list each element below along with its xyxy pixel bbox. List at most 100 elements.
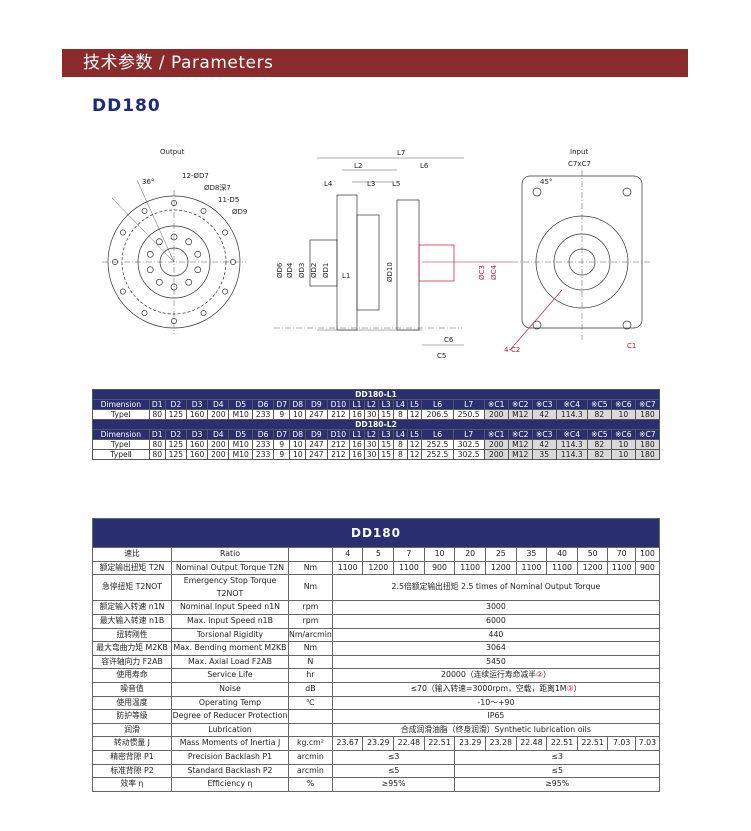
label-l1: L1 [342, 272, 350, 280]
cell: 23.29 [362, 736, 395, 751]
dim-cell: 200 [483, 449, 509, 460]
dim-cell: 10 [289, 439, 307, 450]
cell: Nm [288, 560, 333, 576]
life-text: 20000（连续运行寿命减半 [441, 670, 537, 680]
section-banner: 技术参数 / Parameters [62, 49, 688, 77]
cell: 1200 [484, 560, 517, 576]
bolt-hole [119, 288, 126, 295]
label-d6: ØD6 [276, 262, 284, 278]
dim-header-cell: ※C3 [531, 399, 557, 410]
dim-header-cell: ※C2 [507, 399, 533, 410]
cell: Emergency Stop Torque T2NOT [171, 574, 289, 602]
cell: 10 [423, 547, 456, 562]
cell: 7 [393, 547, 425, 562]
dim-cell: M12 [507, 409, 533, 420]
dim-cell: 247 [305, 439, 328, 450]
cell: Operating Temp [171, 695, 289, 711]
bolt-hole [222, 288, 229, 295]
cell: rpm [288, 613, 333, 629]
dim-cell: TypeⅡ [92, 449, 150, 460]
label-d1: ØD1 [322, 263, 330, 278]
dim-header-cell: L3 [378, 399, 395, 410]
label-d8: ØD8深7 [204, 183, 231, 192]
dim-cell: 180 [634, 409, 661, 420]
dim-cell: 180 [634, 439, 661, 450]
input-label: Input [570, 148, 588, 156]
cell: 最大弯曲力矩 M2KB [92, 641, 172, 656]
cell: Efficiency η [171, 777, 289, 792]
bolt-hole [171, 200, 177, 206]
label-d7: 12-ØD7 [182, 172, 209, 180]
dim-cell: 12 [406, 409, 423, 420]
row-life: 使用寿命 Service Life hr 20000（连续运行寿命减半②） [92, 668, 661, 683]
cell: 7.03 [607, 736, 636, 751]
dim-cell: TypeⅠ [92, 409, 150, 420]
cell: 转动惯量 J [92, 736, 172, 751]
label-d3: ØD3 [298, 263, 306, 278]
dim-header-cell: D4 [207, 399, 230, 410]
cell: Standard Backlash P2 [171, 763, 289, 779]
cell: 25 [484, 547, 517, 562]
cell: 6000 [331, 613, 661, 629]
cell: Nm [288, 641, 333, 656]
cell: 1100 [393, 560, 425, 576]
dim-header-cell: L6 [421, 429, 454, 440]
dim-cell: 80 [148, 439, 166, 450]
cell: 20000（连续运行寿命减半②） [331, 668, 661, 683]
dim-header-cell: L2 [363, 429, 380, 440]
dim-header-cell: ※C5 [586, 399, 612, 410]
dim-cell: 16 [349, 449, 365, 460]
dim-cell: 42 [531, 409, 557, 420]
dim-cell: 125 [164, 409, 187, 420]
dim-header-cell: L4 [393, 429, 408, 440]
cell: 22.51 [546, 736, 578, 751]
cell: ≤5 [331, 763, 456, 779]
cell: 4 [331, 547, 364, 562]
bolt-hole [222, 229, 229, 236]
cell: 1100 [515, 560, 548, 576]
inner-hole [185, 238, 193, 246]
cell: 效率 η [92, 777, 172, 792]
dim-cell: 80 [148, 449, 166, 460]
cell: Ratio [171, 547, 289, 562]
cell: ≤3 [331, 749, 456, 765]
output-inner-holes [146, 233, 202, 291]
label-36deg: 36° [142, 178, 154, 186]
cell [288, 547, 333, 562]
label-d4: ØD4 [286, 262, 294, 278]
dim-cell: 212 [326, 439, 351, 450]
cell: 22.51 [576, 736, 609, 751]
cell: Mass Moments of Inertia J [171, 736, 289, 751]
cell: 20 [454, 547, 486, 562]
dim-cell: 15 [378, 409, 395, 420]
dim-cell: 125 [164, 439, 187, 450]
dim-header-cell: L7 [452, 399, 485, 410]
dim-cell: 200 [207, 409, 230, 420]
inner-hole [155, 278, 163, 286]
dim-header-cell: D9 [305, 399, 328, 410]
dim-cell: 212 [326, 449, 351, 460]
technical-drawing: Output Input 12-ØD7 ØD8深7 11-D5 ØD9 36° … [102, 148, 652, 360]
dim-title-cell: DD180-L1 [92, 389, 660, 400]
cell: 1200 [362, 560, 395, 576]
row-temp: 使用温度 Operating Temp ℃ -10～+90 [92, 695, 661, 711]
dim-header-cell: ※C6 [610, 399, 636, 410]
label-d10: ØD10 [386, 262, 394, 282]
dim-cell: 200 [207, 439, 230, 450]
dim-cell: 30 [363, 439, 380, 450]
dim-cell: 35 [531, 449, 557, 460]
cell: IP65 [331, 709, 661, 724]
dim-header-cell: ※C1 [483, 429, 509, 440]
dim-header-cell: D9 [305, 429, 328, 440]
dim-header-cell: L1 [349, 399, 365, 410]
dim-header-cell: Dimension [92, 429, 150, 440]
life-end: ） [543, 670, 551, 680]
dim-cell: 247 [305, 409, 328, 420]
inner-hole [155, 238, 163, 246]
cell: arcmin [288, 763, 333, 779]
dim-header-cell: D7 [273, 399, 291, 410]
dim-cell: 125 [164, 449, 187, 460]
dim-cell: 10 [610, 439, 636, 450]
cell: 900 [423, 560, 456, 576]
